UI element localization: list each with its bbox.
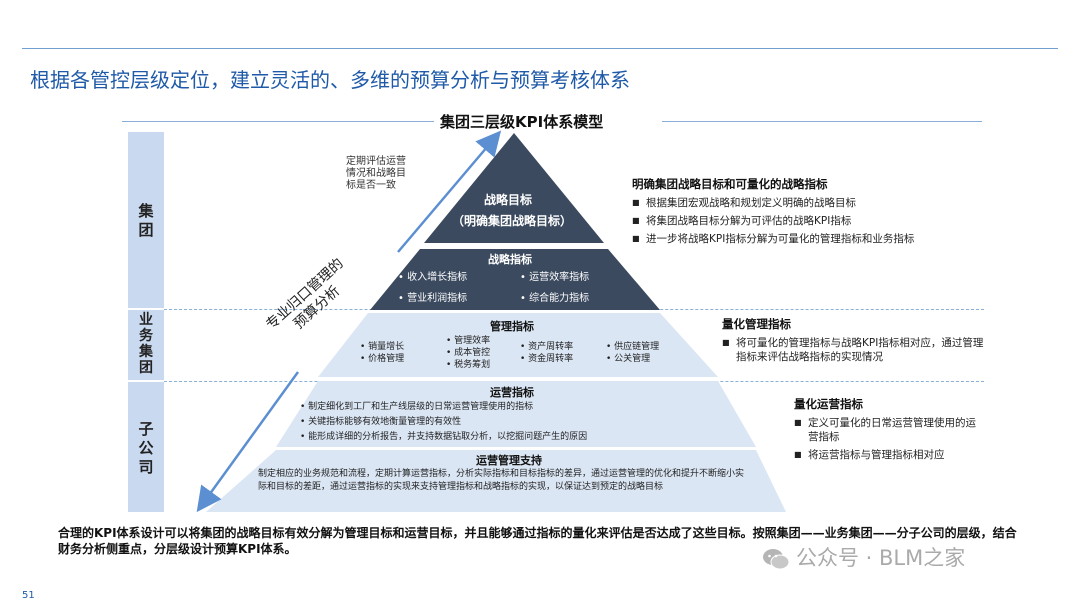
operation-indicator-item: • 关键指标能够有效地衡量管理的有效性 <box>300 417 462 427</box>
level-column-group: 集团 <box>128 132 164 308</box>
management-indicator-item: • 管理效率 <box>446 336 491 346</box>
wechat-icon <box>763 549 790 570</box>
strategic-indicator-item: • 运营效率指标 <box>520 272 590 283</box>
strategic-goal-subtitle: （明确集团战略目标） <box>452 214 573 228</box>
page-number: 51 <box>22 590 35 601</box>
right-panel-management: 量化管理指标 将可量化的管理指标与战略KPI指标相对应，通过管理指标来评估战略指… <box>722 316 984 364</box>
right-panel-item: 将集团战略目标分解为可评估的战略KPI指标 <box>632 214 982 228</box>
right-panel-title: 量化管理指标 <box>722 317 791 331</box>
level-column-sub: 子公司 <box>128 382 164 512</box>
strategic-indicator-item: • 综合能力指标 <box>520 293 590 304</box>
diagram-title-rule-right <box>662 121 982 122</box>
level-label-business: 业务集团 <box>139 312 153 376</box>
strategic-indicators-title: 战略指标 <box>488 253 532 266</box>
management-indicator-item: • 供应链管理 <box>606 342 660 352</box>
tier-strategic-goal <box>424 133 604 243</box>
level-column-business: 业务集团 <box>128 310 164 380</box>
arrow-up-note: 定期评估运营情况和战略目标是否一致 <box>346 156 406 191</box>
management-indicator-item: • 税务筹划 <box>446 360 491 370</box>
diagram-title: 集团三层级KPI体系模型 <box>440 113 604 131</box>
operation-support-title: 运营管理支持 <box>476 454 542 467</box>
strategic-goal-title: 战略目标 <box>484 193 533 207</box>
management-indicator-item: • 资金周转率 <box>520 354 574 364</box>
strategic-indicator-item: • 营业利润指标 <box>398 293 468 304</box>
operation-indicators-title: 运营指标 <box>490 386 534 399</box>
diagram-title-rule-left <box>122 121 434 122</box>
right-panel-item: 将可量化的管理指标与战略KPI指标相对应，通过管理指标来评估战略指标的实现情况 <box>722 336 984 364</box>
right-panel-item: 定义可量化的日常运营管理使用的运营指标 <box>794 416 984 444</box>
tier-operation-indicators <box>276 381 756 447</box>
management-indicator-item: • 公关管理 <box>606 354 651 364</box>
top-rule <box>22 48 1058 49</box>
right-panel-item: 根据集团宏观战略和规划定义明确的战略目标 <box>632 196 982 210</box>
strategic-indicator-item: • 收入增长指标 <box>398 272 468 283</box>
watermark: 公众号 · BLM之家 <box>796 546 966 570</box>
right-panel-item: 将运营指标与管理指标相对应 <box>794 448 984 462</box>
page-title: 根据各管控层级定位，建立灵活的、多维的预算分析与预算考核体系 <box>30 68 630 92</box>
management-indicator-item: • 资产周转率 <box>520 342 574 352</box>
level-label-sub: 子公司 <box>138 420 154 476</box>
management-indicator-item: • 成本管控 <box>446 348 491 358</box>
operation-indicator-item: • 能形成详细的分析报告，并支持数据钻取分析，以挖掘问题产生的原因 <box>300 432 588 442</box>
tier-management-indicators <box>318 313 718 377</box>
level-label-group: 集团 <box>138 202 154 239</box>
management-indicators-title: 管理指标 <box>490 320 534 333</box>
summary-text: 合理的KPI体系设计可以将集团的战略目标有效分解为管理目标和运营目标，并且能够通… <box>58 526 1017 556</box>
management-indicator-item: • 价格管理 <box>360 354 405 364</box>
right-panel-strategic: 明确集团战略目标和可量化的战略指标 根据集团宏观战略和规划定义明确的战略目标 将… <box>632 176 982 246</box>
right-panel-item: 进一步将战略KPI指标分解为可量化的管理指标和业务指标 <box>632 232 982 246</box>
operation-indicator-item: • 制定细化到工厂和生产线层级的日常运营管理使用的指标 <box>300 402 534 412</box>
right-panel-title: 量化运营指标 <box>794 397 863 411</box>
arrow-down <box>196 371 300 513</box>
right-panel-operation: 量化运营指标 定义可量化的日常运营管理使用的运营指标 将运营指标与管理指标相对应 <box>794 396 984 462</box>
tier-operation-support <box>206 450 786 512</box>
tier-strategic-indicators <box>370 249 660 310</box>
arrow-up <box>397 130 502 253</box>
management-indicator-item: • 销量增长 <box>360 342 405 352</box>
operation-support-text: 制定相应的业务规范和流程，定期计算运营指标，分析实际指标和目标指标的差异，通过运… <box>258 469 745 492</box>
right-panel-title: 明确集团战略目标和可量化的战略指标 <box>632 177 828 191</box>
